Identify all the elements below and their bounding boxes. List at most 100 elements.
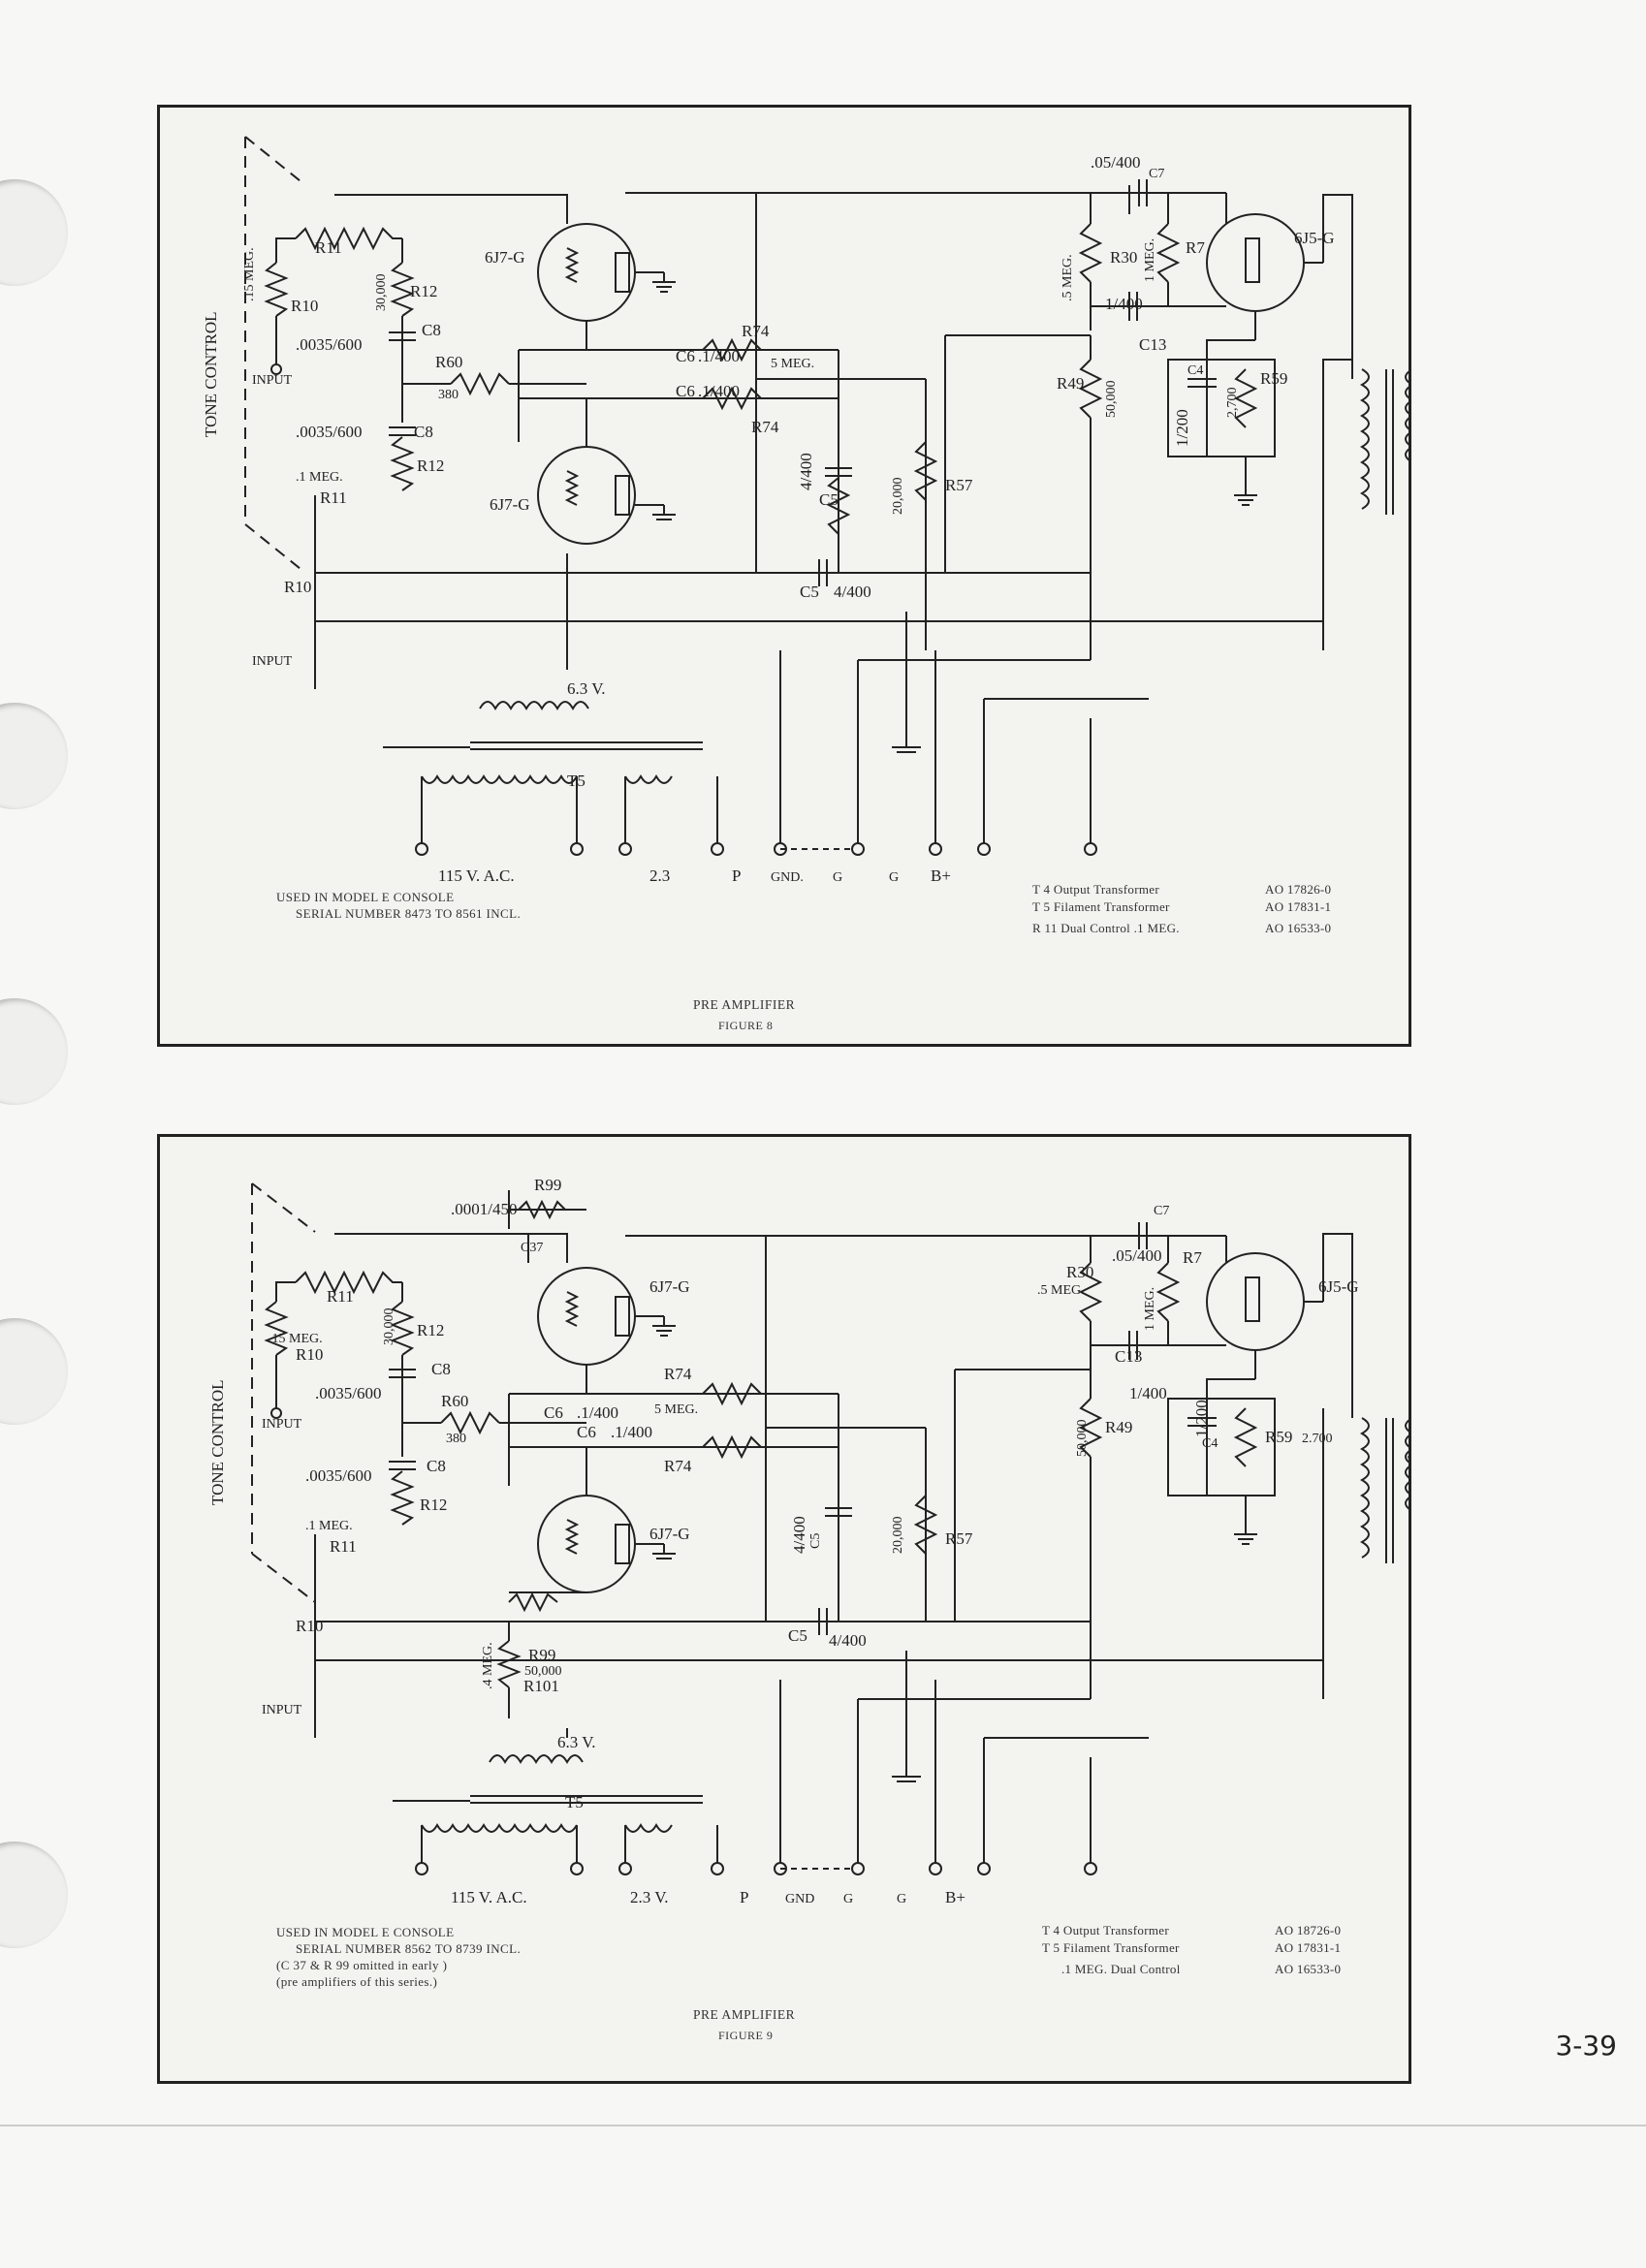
label-input: INPUT <box>252 373 293 388</box>
label-c5: C5 <box>808 1533 823 1549</box>
label-c6: C6 <box>577 1423 596 1441</box>
label-c13: C13 <box>1139 335 1166 354</box>
label-c5-value: 4/400 <box>829 1631 867 1650</box>
label-c8-value: .0035/600 <box>296 335 362 354</box>
label-r10: R10 <box>296 1345 323 1364</box>
label-term-gnd: GND. <box>771 870 804 885</box>
label-tube-a: 6J7-G <box>649 1277 690 1296</box>
label-r60: R60 <box>435 353 462 371</box>
label-r59-value: 2.700 <box>1302 1432 1333 1446</box>
label-r10: R10 <box>284 578 311 596</box>
label-r59: R59 <box>1260 369 1287 388</box>
label-ref: T 5 Filament Transformer <box>1032 899 1170 914</box>
label-1: SERIAL NUMBER 8473 TO 8561 INCL. <box>296 906 522 921</box>
label-v23: 2.3 <box>649 866 670 885</box>
label-tube-c: 6J5-G <box>1318 1277 1359 1296</box>
binder-hole <box>0 998 68 1105</box>
label-0: USED IN MODEL E CONSOLE <box>276 1925 455 1939</box>
label-c8: C8 <box>422 321 441 339</box>
label-r10-value: .15 MEG. <box>269 1332 323 1346</box>
label-code: AO 16533-0 <box>1265 921 1332 935</box>
label-r11: R11 <box>327 1287 354 1306</box>
label-c5: C5 <box>800 583 819 601</box>
label-r59-value: 2,700 <box>1225 388 1240 419</box>
page-edge <box>0 2125 1646 2126</box>
label-r30-value: .5 MEG. <box>1037 1283 1085 1298</box>
label-ref: R 11 Dual Control .1 MEG. <box>1032 921 1180 935</box>
label-r7-value: 1 MEG. <box>1143 1287 1157 1331</box>
label-r57-value: 20,000 <box>891 1517 905 1555</box>
label-r12: R12 <box>410 282 437 300</box>
label-input: INPUT <box>262 1417 302 1432</box>
label-c37-value: .0001/450 <box>451 1200 517 1218</box>
figure-8-schematic: TONE CONTROL <box>202 136 1409 885</box>
label-tube-b: 6J7-G <box>649 1525 690 1543</box>
label-r60: R60 <box>441 1392 468 1410</box>
label-term-b: B+ <box>931 866 951 885</box>
side-label: TONE CONTROL <box>208 1379 227 1505</box>
label-c4-value: 1/200 <box>1192 1400 1211 1437</box>
label-r59: R59 <box>1265 1428 1292 1446</box>
label-r74-value: 5 MEG. <box>654 1402 698 1417</box>
label-r49: R49 <box>1057 374 1084 393</box>
label-c4: C4 <box>1202 1436 1218 1451</box>
label-r11: R11 <box>330 1537 357 1556</box>
figure-8-notes: USED IN MODEL E CONSOLE SERIAL NUMBER 84… <box>276 889 521 922</box>
label-t5: T5 <box>565 1793 584 1811</box>
label-c4-value: 1/200 <box>1173 409 1191 447</box>
label-term-g2: G <box>889 870 899 885</box>
page-number: 3-39 <box>1555 2030 1617 2062</box>
label-c7: C7 <box>1154 1204 1169 1218</box>
label-c4: C4 <box>1187 363 1203 378</box>
label-r30-value: .5 MEG. <box>1060 254 1075 301</box>
label-r49: R49 <box>1105 1418 1132 1436</box>
label-r12: R12 <box>420 1496 447 1514</box>
label-c5: C5 <box>819 490 839 509</box>
label-c6-value: .1/400 <box>577 1403 618 1422</box>
label-r11: R11 <box>315 238 342 257</box>
label-c5-value: 4/400 <box>834 583 871 601</box>
label-c6-value: .1/400 <box>611 1423 652 1441</box>
label-term-g2: G <box>897 1892 906 1906</box>
label-r101: R101 <box>523 1677 559 1695</box>
label-term-p: P <box>732 866 741 885</box>
binder-hole <box>0 1318 68 1425</box>
label-r57: R57 <box>945 476 973 494</box>
label-r99: R99 <box>528 1646 555 1664</box>
label-r10: R10 <box>296 1617 323 1635</box>
label-c8-value: .0035/600 <box>315 1384 381 1402</box>
label-r101-value: 50,000 <box>524 1664 562 1679</box>
label-r12: R12 <box>417 457 444 475</box>
label-input: INPUT <box>252 654 293 669</box>
figure-9-number: FIGURE 9 <box>718 2029 774 2042</box>
label-r11b-value: .1 MEG. <box>305 1519 353 1533</box>
label-c13-value: 1/400 <box>1129 1384 1167 1402</box>
label-c8: C8 <box>431 1360 451 1378</box>
label-c13-value: 1/400 <box>1105 295 1143 313</box>
label-r49-value: 50,000 <box>1075 1420 1090 1458</box>
label-input: INPUT <box>262 1703 302 1717</box>
label-c8-value: .0035/600 <box>296 423 362 441</box>
label-code: AO 17831-1 <box>1275 1940 1342 1955</box>
label-c7-value: .05/400 <box>1091 153 1140 172</box>
figure-8-frame: TONE CONTROL <box>157 105 1411 1047</box>
label-r74: R74 <box>664 1365 692 1383</box>
label-term-p: P <box>740 1888 748 1906</box>
label-r101-meg: .4 MEG. <box>481 1642 495 1689</box>
label-c13: C13 <box>1115 1347 1142 1366</box>
label-r74: R74 <box>664 1457 692 1475</box>
figure-9-schematic: TONE CONTROL <box>208 1176 1409 1906</box>
label-1: SERIAL NUMBER 8562 TO 8739 INCL. <box>296 1941 522 1956</box>
label-r7-value: 1 MEG. <box>1143 238 1157 282</box>
label-r49-value: 50,000 <box>1104 381 1119 419</box>
label-ref: T 4 Output Transformer <box>1042 1923 1169 1937</box>
label-c8-value: .0035/600 <box>305 1466 371 1485</box>
label-c6: C6 <box>676 347 695 365</box>
label-c7-value: .05/400 <box>1112 1246 1161 1265</box>
label-r10-value: .15 MEG. <box>242 247 257 301</box>
label-tube-a: 6J7-G <box>485 248 525 267</box>
label-r30: R30 <box>1110 248 1137 267</box>
label-c6: C6 <box>676 382 695 400</box>
label-fil-v: 6.3 V. <box>567 679 606 698</box>
